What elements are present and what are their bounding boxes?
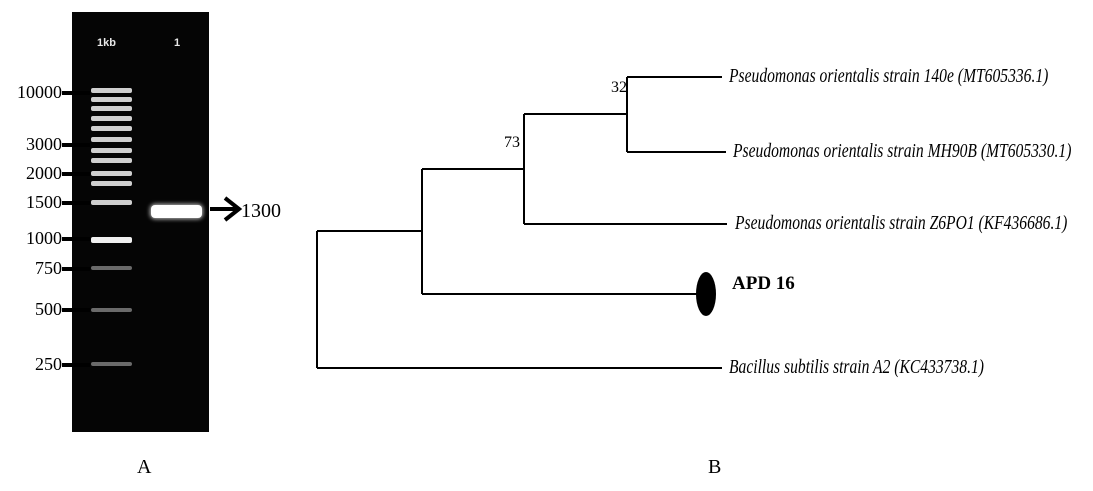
marker-size-label: 10000 xyxy=(17,82,62,102)
marker-size-label: 500 xyxy=(35,299,62,319)
marker-tick xyxy=(62,267,90,271)
leaf-label: Pseudomonas orientalis strain Z6PO1 (KF4… xyxy=(735,213,1068,234)
marker-tick xyxy=(62,91,90,95)
marker-size-label: 2000 xyxy=(26,163,62,183)
sample-band xyxy=(151,205,202,218)
marker-tick xyxy=(62,308,90,312)
panel-letter-a: A xyxy=(137,456,152,478)
marker-tick xyxy=(62,237,90,241)
ladder-band xyxy=(91,106,132,111)
leaf-label: Bacillus subtilis strain A2 (KC433738.1) xyxy=(729,357,984,378)
right-arrow-icon xyxy=(210,196,243,222)
lane-label-ladder: 1kb xyxy=(97,37,116,49)
leaf-label: Pseudomonas orientalis strain MH90B (MT6… xyxy=(733,141,1072,162)
ladder-band xyxy=(91,158,132,163)
ladder-band xyxy=(91,266,132,270)
ladder-band xyxy=(91,148,132,153)
ladder-band xyxy=(91,362,132,366)
ladder-band xyxy=(91,200,132,205)
marker-tick xyxy=(62,143,90,147)
marker-size-label: 250 xyxy=(35,354,62,374)
marker-tick xyxy=(62,201,90,205)
ladder-band xyxy=(91,181,132,186)
bootstrap-value: 32 xyxy=(611,79,627,96)
ladder-band xyxy=(91,137,132,142)
ladder-band xyxy=(91,308,132,312)
panel-letter-b: B xyxy=(708,456,722,478)
query-sample-marker xyxy=(696,272,716,316)
ladder-band xyxy=(91,116,132,121)
leaf-label: Pseudomonas orientalis strain 140e (MT60… xyxy=(729,66,1049,87)
marker-size-label: 3000 xyxy=(26,134,62,154)
marker-size-label: 1000 xyxy=(26,228,62,248)
lane-label-sample: 1 xyxy=(174,37,181,49)
ladder-band xyxy=(91,237,132,243)
band-size-label: 1300 xyxy=(241,200,281,222)
leaf-label-query: APD 16 xyxy=(732,273,795,294)
ladder-band xyxy=(91,97,132,102)
marker-tick xyxy=(62,363,90,367)
marker-size-label: 1500 xyxy=(26,192,62,212)
marker-tick xyxy=(62,172,90,176)
bootstrap-value: 73 xyxy=(504,134,520,151)
ladder-band xyxy=(91,171,132,176)
marker-size-label: 750 xyxy=(35,258,62,278)
ladder-band xyxy=(91,88,132,93)
ladder-band xyxy=(91,126,132,131)
